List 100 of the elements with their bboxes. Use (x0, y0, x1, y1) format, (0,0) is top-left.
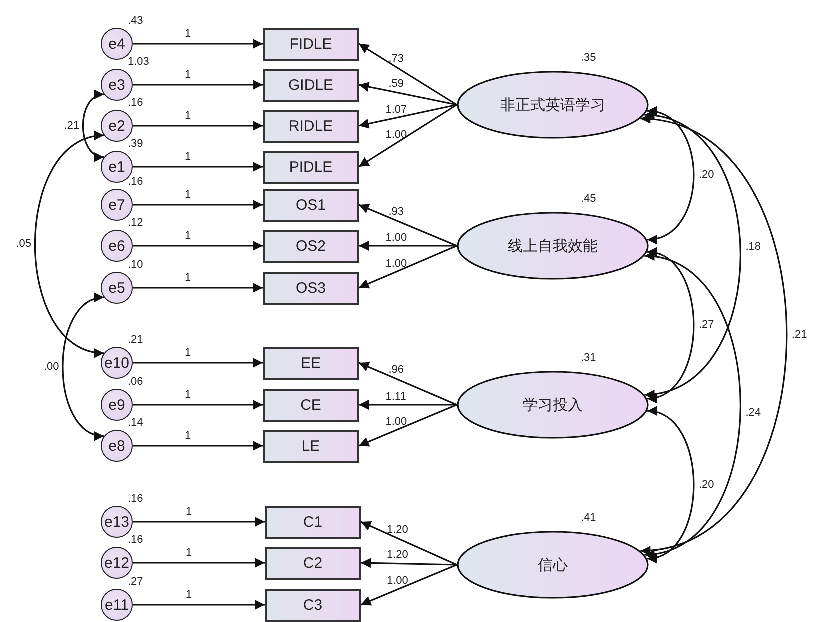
edge-label: 1 (185, 506, 194, 518)
double-headed-arrow (644, 253, 742, 558)
variable-box: EE (263, 346, 359, 380)
variable-box: CE (263, 388, 359, 422)
edge-label: 1 (184, 430, 192, 442)
edge-label: .21 (790, 330, 808, 340)
arrow (359, 400, 457, 410)
variance-label: .06 (128, 377, 144, 388)
edge-label: 1.00 (386, 576, 410, 588)
edge-label: 1 (184, 348, 192, 358)
variance-label: .16 (128, 177, 144, 188)
variance-label: .41 (581, 513, 596, 524)
variable-box: RIDLE (263, 110, 359, 142)
edge-label: 1 (184, 28, 192, 40)
edge-label: 1 (185, 548, 194, 558)
double-headed-arrow (34, 132, 104, 356)
arrow (133, 400, 263, 410)
arrow (358, 204, 458, 247)
edge-label: .05 (15, 239, 32, 250)
variable-box: GIDLE (263, 68, 359, 102)
double-headed-arrow (647, 408, 695, 562)
variance-label: .21 (128, 335, 144, 346)
arrow (360, 558, 458, 568)
edge-label: .18 (744, 242, 762, 252)
variance-label: .27 (128, 577, 144, 588)
edge-label: 1.00 (384, 232, 408, 244)
arrow (358, 245, 458, 289)
variance-label: .45 (581, 194, 596, 205)
edge-label: 1 (184, 110, 192, 122)
edge-label: 1.20 (386, 524, 410, 536)
arrow (358, 104, 458, 168)
edge-label: .00 (42, 362, 60, 372)
edge-label: 1.00 (384, 416, 408, 428)
variable-box: OS2 (263, 230, 359, 262)
edge-label: 1 (184, 190, 192, 200)
arrow (358, 362, 458, 406)
arrow (133, 162, 263, 172)
variable-box: C2 (265, 546, 361, 580)
edge-label: .20 (698, 170, 716, 181)
arrow (358, 82, 458, 106)
arrow (360, 521, 458, 566)
variance-label: .31 (581, 353, 596, 364)
variance-label: .16 (128, 494, 144, 505)
edge-label: .59 (388, 79, 406, 90)
variable-box: OS3 (263, 272, 359, 304)
edge-label: 1.20 (386, 550, 410, 562)
latent-name: 线上自我效能 (508, 236, 598, 256)
variable-box: OS1 (263, 188, 359, 222)
edge-label: 1 (184, 390, 192, 400)
edge-label: .20 (698, 480, 716, 490)
variance-label: .35 (581, 53, 596, 64)
edge-label: 1 (185, 590, 194, 600)
double-headed-arrow (647, 108, 695, 244)
edge-label: .24 (744, 408, 762, 419)
arrow (133, 241, 263, 251)
double-headed-arrow (644, 112, 742, 398)
variance-label: .16 (128, 98, 144, 109)
arrow (133, 441, 263, 451)
arrow (133, 80, 263, 90)
arrow (360, 564, 458, 606)
double-headed-arrow (640, 116, 788, 554)
arrow (133, 358, 263, 368)
arrow (133, 121, 263, 131)
arrow (358, 43, 458, 106)
latent-name: 信心 (538, 556, 568, 574)
variance-label: .14 (128, 418, 144, 429)
edge-label: 1.07 (384, 104, 408, 116)
double-headed-arrow (62, 294, 104, 440)
edge-label: 1.11 (384, 392, 408, 402)
variance-label: .10 (128, 260, 144, 271)
double-headed-arrow (647, 249, 695, 402)
edge-label: 1 (184, 230, 192, 242)
edge-label: 1.00 (384, 130, 408, 141)
variable-box: LE (263, 430, 359, 462)
arrow (133, 558, 265, 568)
variance-label: .39 (128, 139, 144, 150)
edge-label: 1 (184, 70, 192, 80)
variable-box: FIDLE (263, 28, 359, 60)
arrow (358, 104, 458, 129)
arrow (133, 600, 265, 610)
variable-box: C3 (265, 588, 361, 622)
edge-label: .21 (63, 120, 80, 132)
edge-label: .93 (388, 207, 406, 218)
variable-box: PIDLE (263, 150, 359, 184)
variance-label: .12 (128, 218, 144, 229)
arrow (359, 241, 457, 251)
variance-label: 1.03 (128, 57, 150, 68)
edge-label: 1 (184, 152, 192, 162)
variance-label: .43 (128, 16, 144, 27)
edge-label: 1 (184, 272, 192, 284)
arrow (133, 517, 265, 527)
latent-name: 非正式英语学习 (500, 96, 606, 114)
edge-label: 1.00 (384, 258, 408, 270)
edge-label: .96 (388, 365, 406, 376)
edge-label: .27 (698, 320, 716, 331)
double-headed-arrow (82, 92, 104, 160)
arrow (358, 404, 458, 447)
arrow (133, 283, 263, 293)
edge-label: .73 (388, 54, 406, 65)
arrow (133, 39, 263, 49)
